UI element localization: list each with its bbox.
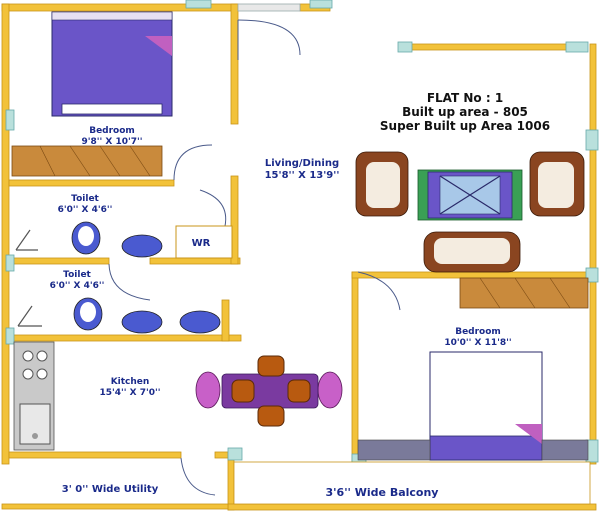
super-built-up-area: Super Built up Area 1006 (380, 119, 550, 133)
toilet1-name: Toilet (71, 194, 99, 204)
sofa-left (355, 151, 409, 217)
bedroom1-size: 9'8'' X 10'7'' (81, 137, 142, 147)
sofa-bottom (423, 231, 521, 273)
dining-table (195, 355, 343, 427)
toilet2-name: Toilet (63, 270, 91, 280)
bedroom2-size: 10'0'' X 11'8'' (444, 338, 511, 348)
toilet2-fixtures (17, 297, 221, 334)
kitchen-size: 15'4'' X 7'0'' (99, 388, 160, 398)
balcony-label: 3'6'' Wide Balcony (326, 486, 439, 499)
flat-number: FLAT No : 1 (427, 91, 503, 105)
bedroom1-name: Bedroom (89, 126, 135, 136)
kitchen-name: Kitchen (111, 377, 150, 387)
sofa-right (529, 151, 585, 217)
bedroom1-bed (51, 11, 173, 117)
bedroom1-wardrobe (11, 145, 163, 177)
toilet1-size: 6'0'' X 4'6'' (58, 205, 113, 215)
utility-label: 3' 0'' Wide Utility (62, 484, 159, 495)
walls (1, 3, 597, 511)
wr-room (175, 225, 233, 259)
bedroom2-wardrobe (459, 277, 589, 309)
bedroom2-name: Bedroom (455, 327, 501, 337)
toilet2-size: 6'0'' X 4'6'' (50, 281, 105, 291)
wr-label: WR (192, 238, 211, 249)
windows (5, 0, 599, 467)
built-up-area: Built up area - 805 (402, 105, 528, 119)
toilet1-fixtures (15, 221, 163, 258)
bedroom2-bed (357, 351, 589, 461)
balcony-floor (233, 461, 591, 505)
living-size: 15'8'' X 13'9'' (265, 170, 340, 181)
living-rug (417, 169, 523, 221)
living-name: Living/Dining (265, 158, 339, 169)
door-swings (108, 19, 401, 496)
kitchen-counter (13, 341, 55, 451)
